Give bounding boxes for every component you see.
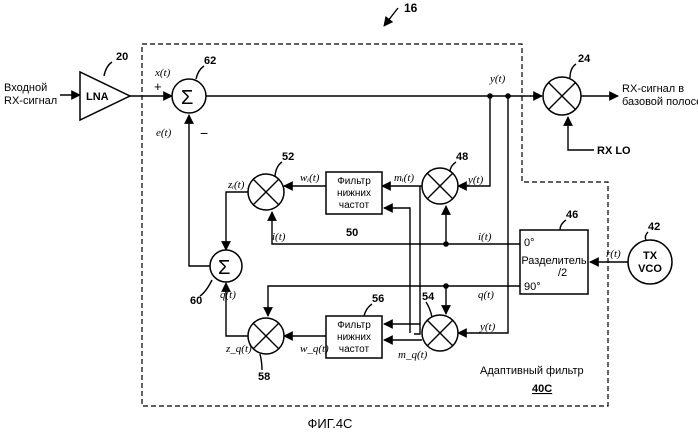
lpf-q-line2: нижних — [337, 332, 371, 343]
signal-y-48: y(t) — [467, 174, 484, 186]
mixer-i-out-ref: 52 — [282, 151, 294, 163]
rx-output-label-1: RX-сигнал в — [622, 83, 684, 95]
signal-zq: z_q(t) — [225, 343, 252, 355]
mixer-q-out-ref: 58 — [258, 371, 270, 383]
signal-y-top: y(t) — [489, 73, 506, 85]
figure-caption: ФИГ.4С — [308, 416, 353, 431]
signal-zi: zᵢ(t) — [227, 179, 245, 191]
mixer-out-ref: 24 — [578, 53, 591, 65]
figure-ref: 16 — [404, 1, 418, 15]
signal-i-right: i(t) — [478, 231, 492, 243]
tx-vco — [628, 240, 672, 284]
mixer-i-out-ref-leader — [275, 162, 282, 176]
lpf-q-ref: 56 — [372, 293, 384, 305]
sum-minus: − — [200, 125, 208, 141]
signal-e: e(t) — [156, 127, 172, 139]
lna-ref: 20 — [116, 51, 128, 63]
lpf-i-line1: Фильтр — [337, 176, 371, 187]
signal-i-left: i(t) — [272, 231, 286, 243]
splitter-label: Разделитель — [521, 255, 587, 267]
signal-wi: wᵢ(t) — [300, 172, 320, 184]
main-summer-ref: 62 — [204, 55, 216, 67]
sum-plus: + — [154, 79, 162, 94]
rx-output-label-2: базовой полосе — [622, 96, 698, 108]
iq-summer-symbol: Σ — [218, 257, 230, 279]
wire-y-to-48 — [458, 96, 490, 186]
tx-vco-ref: 42 — [648, 221, 660, 233]
main-summer-symbol: Σ — [181, 87, 193, 109]
signal-x: x(t) — [154, 67, 171, 79]
wire-rx-lo — [568, 117, 594, 150]
signal-r: r(t) — [606, 248, 621, 260]
rx-input-label-2: RX-сигнал — [4, 95, 57, 107]
iq-summer-ref-leader — [200, 280, 212, 296]
tx-vco-ref-leader — [645, 232, 648, 240]
splitter-sub: /2 — [558, 267, 567, 279]
mixer-q-in-ref: 54 — [422, 291, 435, 303]
adaptive-filter-label: Адаптивный фильтр — [480, 365, 584, 377]
tx-vco-line2: VCO — [638, 263, 662, 275]
lpf-i-line2: нижних — [337, 188, 371, 199]
lna-ref-leader — [104, 62, 112, 76]
mixer-i-in-ref: 48 — [456, 151, 468, 163]
main-summer-ref-leader — [196, 66, 204, 79]
signal-q-left: q(t) — [220, 289, 236, 301]
wire-zi — [226, 192, 248, 250]
splitter-ref-leader — [560, 220, 566, 230]
lna-label: LNA — [86, 91, 109, 103]
mixer-out-ref-leader — [570, 64, 576, 78]
mixer-q-out-ref-leader — [260, 354, 262, 370]
figure-ref-arrow — [384, 8, 398, 26]
signal-y-54: y(t) — [479, 321, 496, 333]
wire-mi-tap — [414, 186, 420, 334]
lpf-i-ref: 50 — [346, 227, 358, 239]
adaptive-filter-ref: 40С — [532, 383, 552, 395]
iq-summer-ref: 60 — [190, 295, 202, 307]
lpf-q-line1: Фильтр — [337, 320, 371, 331]
tx-vco-line1: TX — [643, 250, 658, 262]
splitter-port-0: 0° — [524, 237, 535, 249]
splitter-ref: 46 — [566, 209, 578, 221]
wire-mq-to-lpfi — [384, 208, 410, 333]
mixer-i-in-ref-leader — [450, 162, 456, 172]
rx-lo-label: RX LO — [597, 145, 631, 157]
lpf-q-ref-leader — [364, 304, 372, 316]
splitter-port-90: 90° — [524, 281, 541, 293]
signal-mi: mᵢ(t) — [394, 172, 414, 184]
lpf-i-line3: частот — [339, 200, 370, 211]
signal-q-right: q(t) — [478, 289, 494, 301]
rx-input-label-1: Входной — [4, 82, 47, 94]
signal-mq: m_q(t) — [398, 349, 428, 361]
mixer-q-in-ref-leader — [426, 302, 432, 317]
signal-wq: w_q(t) — [300, 343, 329, 355]
lpf-q-line3: частот — [339, 344, 370, 355]
